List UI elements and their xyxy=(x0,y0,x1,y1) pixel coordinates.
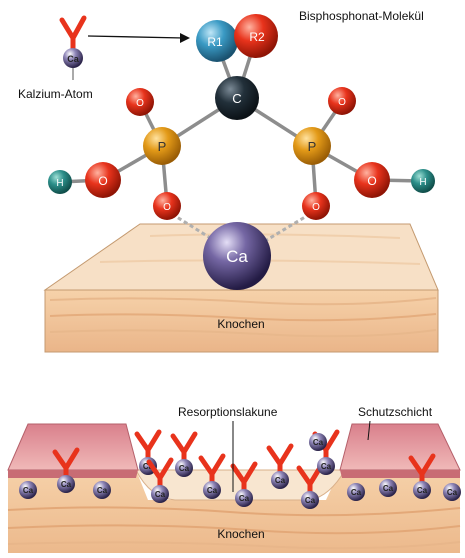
bisphosphonate-molecule: Ca xyxy=(93,481,111,499)
molecule-label: Bisphosphonat-Molekül xyxy=(299,9,424,23)
atom-oxygen-bottom-right: O xyxy=(302,192,330,220)
phosphorus-right-label: P xyxy=(308,139,317,154)
atom-oxygen-hydroxyl-right: O xyxy=(354,162,390,198)
hydrogen-label: H xyxy=(56,178,63,189)
atom-r2: R2 xyxy=(234,14,278,58)
calcium-ion-label: Ca xyxy=(179,464,190,473)
legend-ca-label: Ca xyxy=(67,54,79,64)
bone-label-bottom: Knochen xyxy=(217,527,264,541)
oxygen-label: O xyxy=(312,202,320,213)
bisphosphonate-molecule: Ca xyxy=(379,479,397,497)
calcium-bound-atom: Ca xyxy=(203,222,271,290)
resorption-lacuna-label: Resorptionslakune xyxy=(178,405,278,419)
atom-hydrogen-left: H xyxy=(48,170,72,194)
carbon-label: C xyxy=(232,91,241,106)
r2-label: R2 xyxy=(249,30,265,44)
oxygen-label: O xyxy=(163,202,171,213)
molecule-marker xyxy=(173,434,195,460)
molecule-marker xyxy=(137,432,159,458)
calcium-ion-label: Ca xyxy=(447,488,458,497)
atom-oxygen-hydroxyl-left: O xyxy=(85,162,121,198)
oxygen-label: O xyxy=(136,98,144,109)
calcium-atom-label: Kalzium-Atom xyxy=(18,87,93,101)
calcium-ion-label: Ca xyxy=(207,486,218,495)
hydrogen-label: H xyxy=(419,177,426,188)
calcium-ion-label: Ca xyxy=(155,490,166,499)
calcium-ion-label: Ca xyxy=(275,476,286,485)
protective-layer-label: Schutzschicht xyxy=(358,405,433,419)
bone-label-top: Knochen xyxy=(217,317,264,331)
calcium-bound-label: Ca xyxy=(226,247,248,266)
atom-oxygen-top-left: O xyxy=(126,88,154,116)
calcium-ion-label: Ca xyxy=(97,486,108,495)
bisphosphonate-molecule: Ca xyxy=(347,483,365,501)
oxygen-label: O xyxy=(98,174,107,188)
oxygen-label: O xyxy=(367,174,376,188)
calcium-ion-label: Ca xyxy=(305,496,316,505)
calcium-ion-label: Ca xyxy=(417,486,428,495)
bisphosphonate-molecule: Ca xyxy=(173,434,195,477)
legend-arrow xyxy=(88,33,190,43)
molecule-marker xyxy=(269,446,291,472)
oxygen-label: O xyxy=(338,97,346,108)
bisphosphonate-molecule: Ca xyxy=(269,446,291,489)
legend-molecule-symbol: Ca xyxy=(62,18,84,80)
atom-phosphorus-left: P xyxy=(143,127,181,165)
r1-label: R1 xyxy=(207,35,223,49)
calcium-ion-label: Ca xyxy=(321,462,332,471)
phosphorus-left-label: P xyxy=(158,139,167,154)
bisphosphonate-molecule: Ca xyxy=(443,483,461,501)
atom-oxygen-top-right: O xyxy=(328,87,356,115)
calcium-ion-label: Ca xyxy=(383,484,394,493)
atom-hydrogen-right: H xyxy=(411,169,435,193)
atom-phosphorus-right: P xyxy=(293,127,331,165)
calcium-ion-label: Ca xyxy=(351,488,362,497)
calcium-ion-label: Ca xyxy=(23,486,34,495)
bisphosphonate-molecule: Ca xyxy=(19,481,37,499)
atom-r1: R1 xyxy=(196,20,238,62)
atom-oxygen-bottom-left: O xyxy=(153,192,181,220)
bisphosphonate-molecule: Ca xyxy=(309,433,327,451)
calcium-ion-label: Ca xyxy=(313,438,324,447)
calcium-ion-label: Ca xyxy=(61,480,72,489)
calcium-ion-label: Ca xyxy=(239,494,250,503)
atom-carbon: C xyxy=(215,76,259,120)
